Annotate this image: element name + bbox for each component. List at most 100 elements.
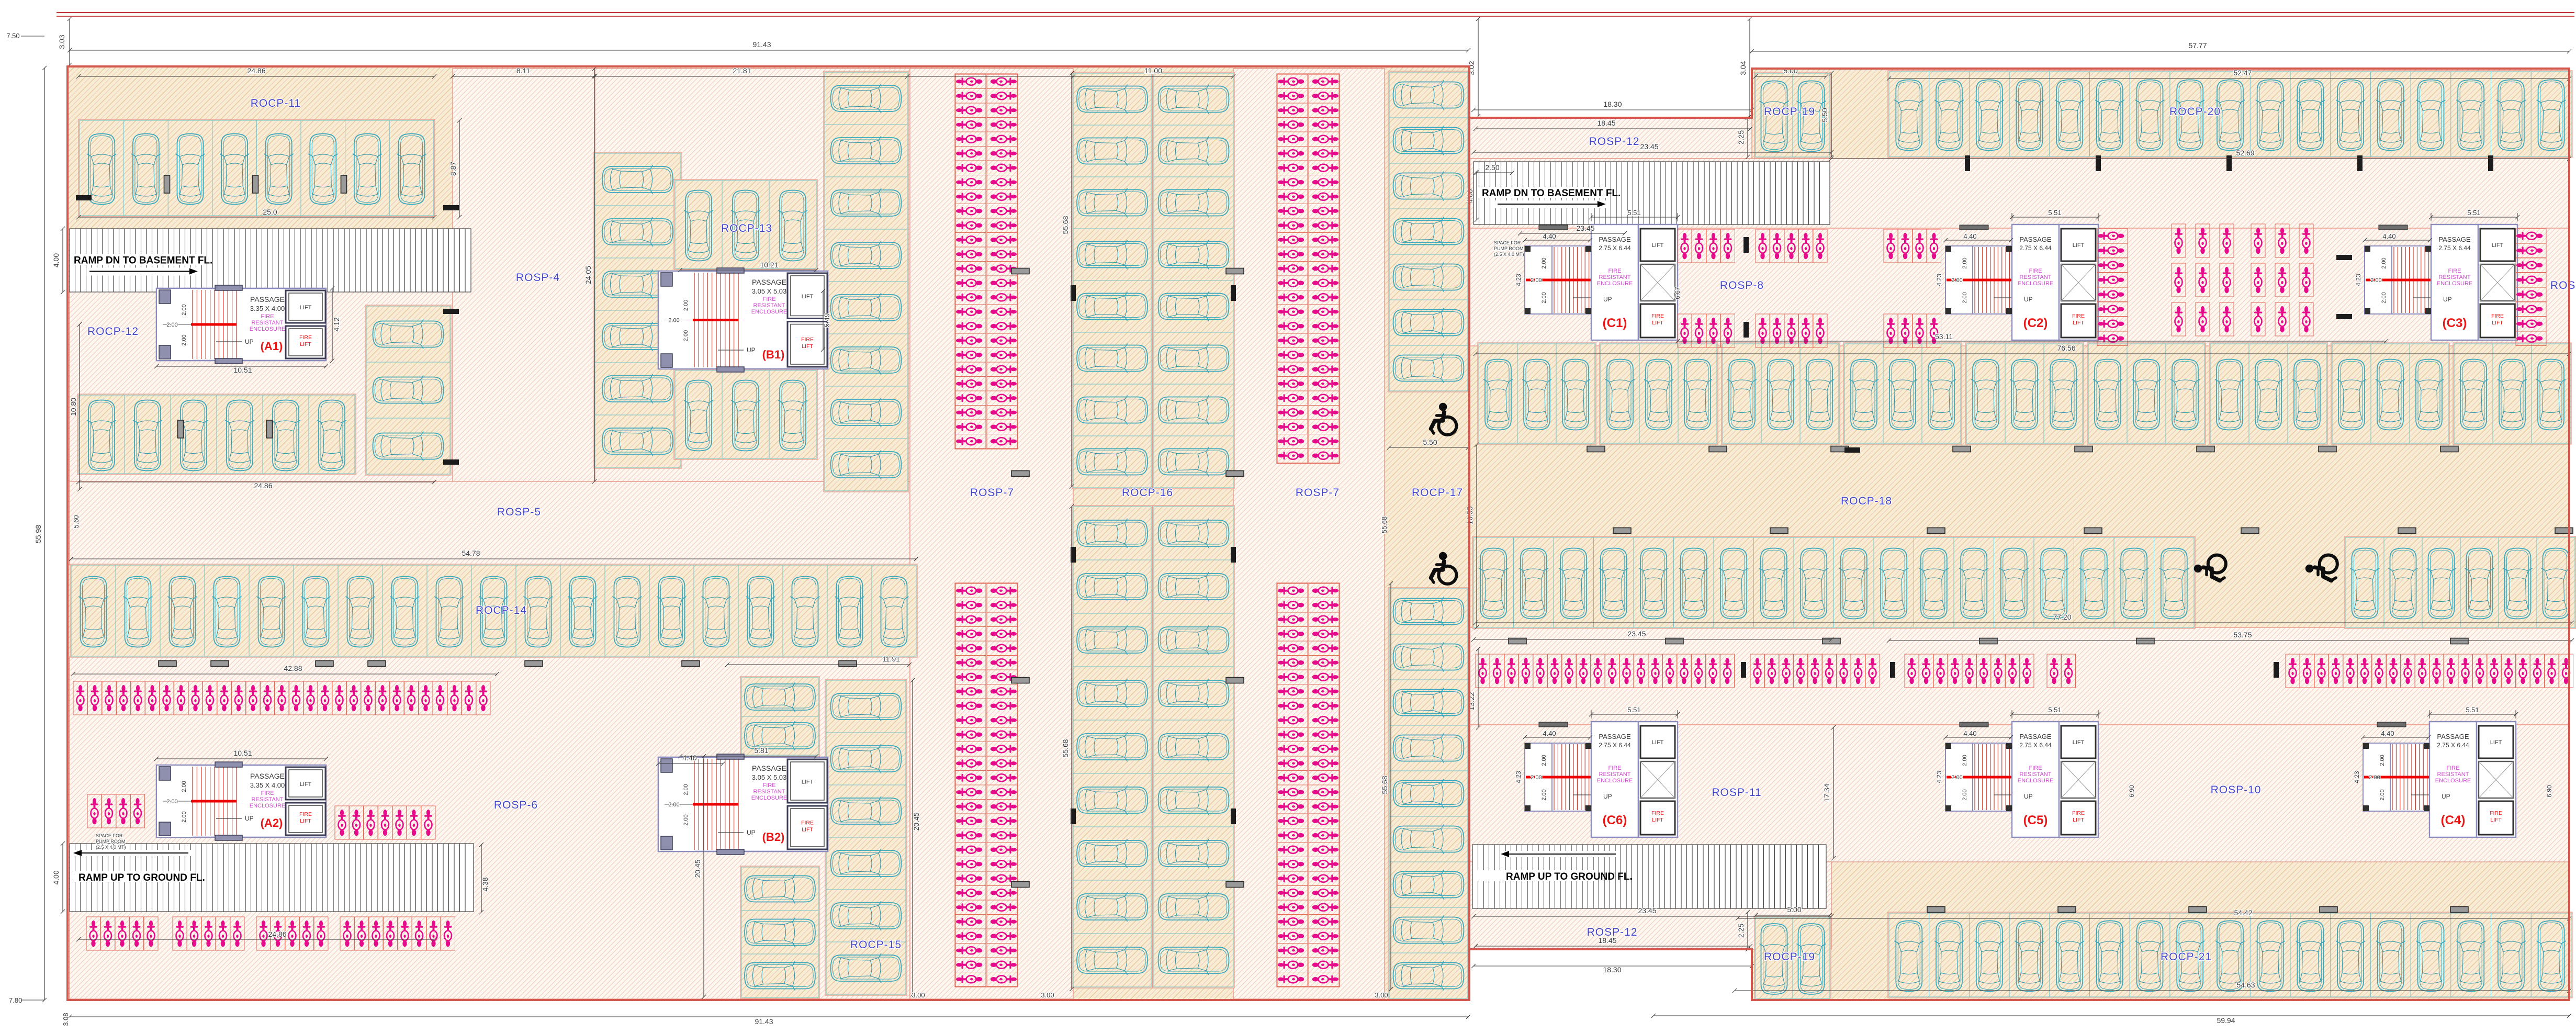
svg-text:LIFT: LIFT (300, 305, 312, 311)
svg-text:2.00: 2.00 (181, 334, 187, 345)
svg-text:2.00: 2.00 (166, 322, 177, 328)
svg-text:2.00: 2.00 (181, 304, 187, 315)
svg-text:2.00: 2.00 (1541, 789, 1547, 800)
svg-text:2.75 X 6.44: 2.75 X 6.44 (2019, 244, 2052, 252)
svg-text:ROSP-8: ROSP-8 (1720, 279, 1764, 291)
svg-text:LIFT: LIFT (802, 827, 813, 833)
svg-text:4.23: 4.23 (2353, 771, 2360, 783)
svg-text:FIRE: FIRE (299, 334, 312, 341)
svg-text:2.00: 2.00 (2369, 774, 2380, 781)
svg-text:LIFT: LIFT (2073, 817, 2084, 823)
svg-text:2.75 X 6.44: 2.75 X 6.44 (2437, 742, 2469, 749)
svg-text:2.00: 2.00 (2381, 257, 2387, 268)
svg-text:24.86: 24.86 (254, 481, 272, 490)
svg-text:UP: UP (245, 338, 254, 345)
svg-text:2.00: 2.00 (668, 318, 679, 324)
svg-text:FIRE: FIRE (2029, 268, 2042, 274)
svg-text:LIFT: LIFT (1652, 242, 1664, 249)
svg-text:55.68: 55.68 (1061, 216, 1070, 234)
svg-text:55.68: 55.68 (1380, 516, 1388, 534)
svg-text:RESISTANT: RESISTANT (2439, 274, 2471, 280)
svg-text:8.87: 8.87 (449, 162, 457, 176)
svg-text:55.68: 55.68 (1061, 739, 1070, 757)
svg-text:LIFT: LIFT (2073, 242, 2085, 249)
svg-text:(A1): (A1) (261, 340, 283, 353)
svg-text:RESISTANT: RESISTANT (753, 789, 785, 795)
svg-text:PASSAGE: PASSAGE (250, 772, 285, 780)
svg-text:UP: UP (747, 346, 756, 354)
svg-text:2.00: 2.00 (2381, 292, 2387, 303)
svg-text:4.40: 4.40 (1543, 232, 1556, 240)
svg-text:ROCP-11: ROCP-11 (251, 97, 301, 109)
svg-text:RESISTANT: RESISTANT (753, 302, 785, 309)
svg-text:5.60: 5.60 (72, 515, 80, 528)
svg-text:7.50: 7.50 (6, 32, 19, 40)
svg-text:2.25: 2.25 (1737, 924, 1745, 938)
svg-text:ROCP-18: ROCP-18 (1841, 495, 1892, 507)
svg-text:LIFT: LIFT (802, 294, 814, 300)
svg-text:ROCP-19: ROCP-19 (1764, 106, 1815, 118)
svg-text:FIRE: FIRE (762, 296, 775, 302)
svg-text:23.45: 23.45 (1640, 142, 1658, 151)
svg-text:LIFT: LIFT (2492, 320, 2503, 326)
svg-text:ENCLOSURE: ENCLOSURE (2437, 280, 2472, 287)
svg-text:20.45: 20.45 (693, 859, 702, 878)
svg-text:LIFT: LIFT (2490, 739, 2502, 746)
svg-text:ROSP-12: ROSP-12 (1589, 136, 1640, 148)
svg-text:5.50: 5.50 (1820, 108, 1829, 122)
svg-text:ROCP-12: ROCP-12 (87, 325, 139, 338)
svg-text:PASSAGE: PASSAGE (2438, 235, 2471, 243)
svg-text:2.00: 2.00 (1541, 755, 1547, 766)
svg-text:4.12: 4.12 (332, 317, 341, 331)
svg-text:(2.5 X 4.0 MT): (2.5 X 4.0 MT) (96, 845, 126, 850)
svg-text:(B1): (B1) (762, 348, 785, 361)
svg-text:PUMP ROOM: PUMP ROOM (96, 839, 125, 844)
svg-text:PUMP ROOM: PUMP ROOM (1494, 246, 1523, 251)
svg-text:ROSP-9: ROSP-9 (2550, 279, 2576, 291)
svg-text:2.75 X 6.44: 2.75 X 6.44 (1599, 244, 1631, 252)
svg-text:6.67: 6.67 (1674, 287, 1681, 299)
svg-text:ENCLOSURE: ENCLOSURE (2435, 778, 2471, 784)
svg-text:UP: UP (2442, 793, 2450, 800)
svg-text:2.00: 2.00 (1951, 277, 1962, 284)
svg-text:2.75 X 6.44: 2.75 X 6.44 (2019, 742, 2052, 749)
svg-text:FIRE: FIRE (801, 336, 814, 343)
svg-text:6.90: 6.90 (2128, 785, 2135, 798)
svg-text:2.00: 2.00 (683, 814, 689, 825)
svg-text:55.98: 55.98 (34, 525, 42, 543)
svg-text:FIRE: FIRE (1651, 313, 1664, 319)
svg-text:ROSP-7: ROSP-7 (970, 487, 1014, 499)
svg-text:FIRE: FIRE (2072, 810, 2085, 816)
svg-text:ENCLOSURE: ENCLOSURE (2018, 280, 2053, 287)
svg-text:4.23: 4.23 (1936, 771, 1943, 783)
svg-text:24.86: 24.86 (268, 930, 286, 938)
svg-text:2.00: 2.00 (1962, 755, 1968, 766)
svg-text:ENCLOSURE: ENCLOSURE (1597, 280, 1633, 287)
svg-text:RESISTANT: RESISTANT (252, 320, 284, 326)
svg-text:RESISTANT: RESISTANT (2020, 771, 2052, 778)
svg-text:2.00: 2.00 (166, 799, 177, 805)
svg-text:91.43: 91.43 (755, 1017, 773, 1026)
svg-text:23.45: 23.45 (1638, 906, 1656, 915)
svg-text:4.40: 4.40 (1543, 729, 1556, 737)
svg-text:RESISTANT: RESISTANT (2437, 771, 2469, 778)
svg-text:RESISTANT: RESISTANT (252, 796, 284, 803)
svg-text:PASSAGE: PASSAGE (2437, 733, 2469, 740)
svg-text:54.63: 54.63 (2236, 981, 2255, 989)
svg-text:23.45: 23.45 (1627, 630, 1646, 638)
svg-text:3.05 X 5.03: 3.05 X 5.03 (752, 287, 787, 295)
svg-text:UP: UP (1603, 793, 1612, 800)
svg-text:4.00: 4.00 (52, 253, 60, 267)
svg-text:FIRE: FIRE (762, 782, 775, 789)
svg-text:11.00: 11.00 (1144, 66, 1162, 75)
svg-text:FIRE: FIRE (2072, 313, 2085, 319)
svg-text:FIRE: FIRE (261, 313, 274, 320)
svg-text:7.80: 7.80 (9, 996, 22, 1004)
svg-text:52.69: 52.69 (2236, 149, 2254, 157)
svg-text:24.86: 24.86 (247, 66, 265, 75)
svg-text:4.23: 4.23 (1515, 771, 1522, 783)
svg-text:17.34: 17.34 (1823, 783, 1831, 802)
svg-text:PASSAGE: PASSAGE (2019, 733, 2052, 740)
svg-text:(C2): (C2) (2023, 316, 2048, 330)
svg-text:LIFT: LIFT (300, 341, 311, 347)
